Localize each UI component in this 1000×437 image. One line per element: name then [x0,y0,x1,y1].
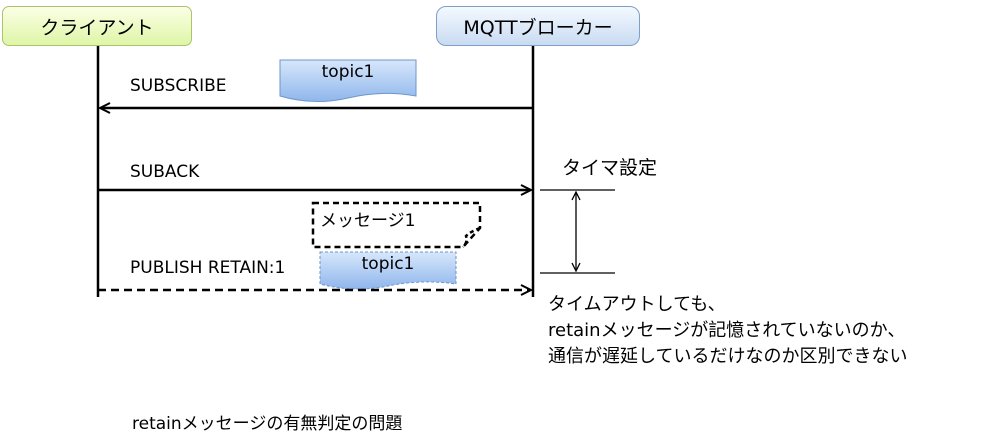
publish-topic-label: topic1 [361,254,415,274]
description-line-3: 通信が遅延しているだけなのか区別できない [548,346,908,367]
broker-actor: MQTTブローカー [436,6,640,46]
message-note-shape [311,201,482,249]
description-line-1: タイムアウトしても、 [548,294,726,315]
subscribe-topic-shape [279,59,417,103]
publish-topic: topic1 [320,252,456,288]
client-actor: クライアント [2,6,192,46]
client-actor-label: クライアント [40,16,154,39]
subscribe-topic: topic1 [280,60,416,100]
diagram-caption: retainメッセージの有無判定の問題 [132,414,403,434]
timeout-description: タイムアウトしても、 retainメッセージが記憶されていないのか、 通信が遅延… [548,292,907,370]
message-note-fold [462,226,481,248]
broker-actor-label: MQTTブローカー [463,16,613,39]
publish-label: PUBLISH RETAIN:1 [130,258,286,278]
description-line-2: retainメッセージが記憶されていないのか、 [548,320,906,341]
publish-topic-shape [319,251,457,290]
subscribe-label: SUBSCRIBE [130,76,227,96]
subscribe-topic-label: topic1 [321,62,375,82]
suback-label: SUBACK [130,162,200,182]
message-note: メッセージ1 [320,206,415,231]
timer-label: タイマ設定 [562,157,658,179]
message-note-label: メッセージ1 [320,211,416,231]
